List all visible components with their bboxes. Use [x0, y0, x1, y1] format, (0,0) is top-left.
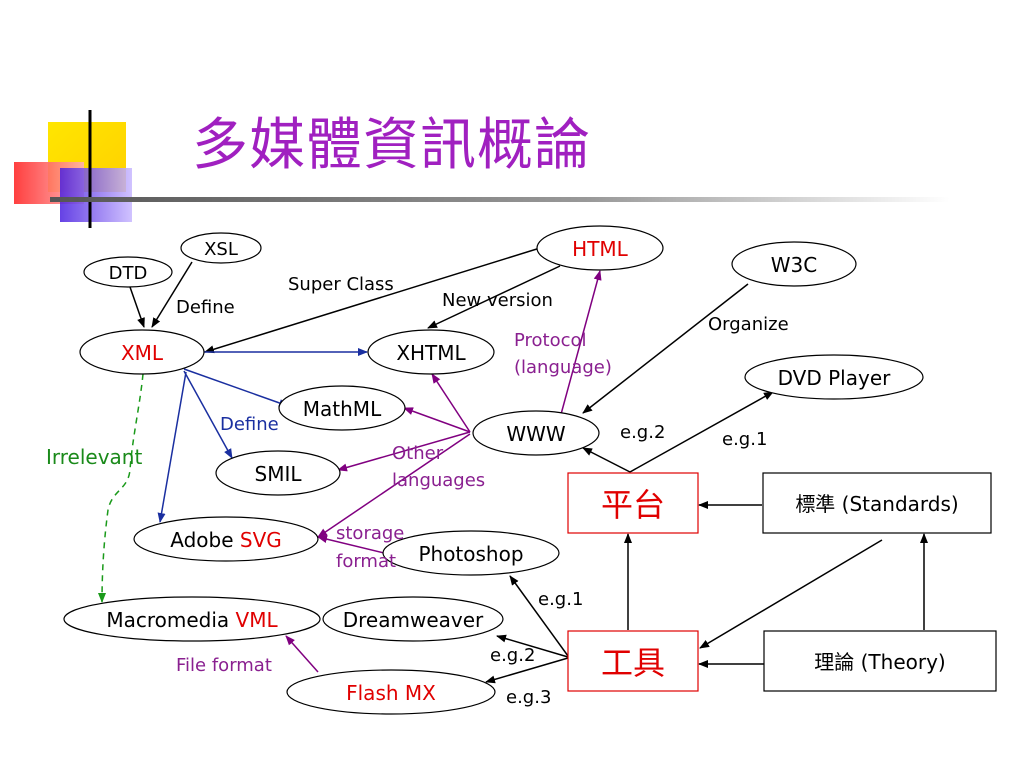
edge-xml-svg	[157, 371, 187, 523]
edge-platform-dvd	[629, 391, 774, 473]
edge-tools-flash	[485, 657, 569, 684]
node-photoshop-label: Photoshop	[418, 542, 523, 566]
node-dtd: DTD	[83, 256, 173, 288]
node-xsl-label: XSL	[204, 239, 238, 260]
edge-www-mathml	[403, 407, 471, 433]
edge-photoshop-svg	[317, 535, 385, 554]
edge-tools-dreamweaver	[496, 634, 569, 658]
edge-w3c-www	[582, 283, 749, 414]
node-macromedia-vml-label: Macromedia VML	[106, 608, 278, 632]
node-theory-label: 理論 (Theory)	[814, 650, 945, 674]
label-eg1-dvd: e.g.1	[722, 429, 767, 450]
node-html: HTML	[536, 225, 664, 271]
node-html-label: HTML	[572, 237, 629, 261]
node-xml: XML	[79, 329, 205, 375]
edge-xml-vml-dashed	[98, 373, 144, 603]
node-xsl: XSL	[180, 232, 262, 264]
node-platform: 平台	[567, 472, 699, 534]
edge-flash-vml	[285, 635, 319, 673]
node-smil-label: SMIL	[255, 462, 303, 486]
label-storage-line2: format	[336, 551, 396, 572]
label-define-blue: Define	[220, 414, 279, 435]
label-eg3-flash: e.g.3	[506, 687, 551, 708]
label-define-black: Define	[176, 297, 235, 318]
node-standards-label: 標準 (Standards)	[795, 492, 958, 516]
edge-www-html	[559, 270, 602, 419]
label-storage-line1: storage	[336, 523, 404, 544]
node-dreamweaver: Dreamweaver	[322, 596, 504, 642]
node-mathml: MathML	[278, 385, 406, 431]
node-mathml-label: MathML	[303, 397, 382, 421]
node-w3c: W3C	[731, 241, 857, 287]
node-smil: SMIL	[215, 450, 341, 496]
node-theory: 理論 (Theory)	[763, 630, 997, 692]
edge-xml-smil	[183, 370, 233, 459]
label-protocol-line2: (language)	[514, 357, 612, 378]
edge-html-xhtml	[427, 265, 561, 329]
node-adobe-svg: Adobe SVG	[133, 516, 319, 562]
edge-platform-www	[582, 447, 631, 473]
edge-tools-photoshop	[509, 575, 569, 657]
edge-www-xhtml	[431, 373, 471, 433]
label-other-line2: languages	[392, 470, 485, 491]
label-other-line1: Other	[392, 443, 444, 464]
node-dvd-player-label: DVD Player	[778, 366, 892, 390]
edge-www-smil	[337, 431, 471, 472]
label-eg2-www: e.g.2	[620, 422, 665, 443]
edges	[98, 247, 928, 684]
node-flash-mx-label: Flash MX	[346, 681, 436, 705]
label-new-version: New version	[442, 290, 553, 311]
label-super-class: Super Class	[288, 274, 394, 295]
node-xml-label: XML	[121, 341, 164, 365]
label-eg1-photoshop: e.g.1	[538, 589, 583, 610]
node-www: WWW	[472, 410, 600, 456]
edge-labels: Super Class Define New version Protocol …	[46, 274, 789, 708]
label-protocol-line1: Protocol	[514, 330, 587, 351]
edge-www-svg	[317, 433, 471, 538]
label-irrelevant: Irrelevant	[46, 445, 142, 469]
colored-squares-logo-icon	[14, 110, 950, 228]
node-standards: 標準 (Standards)	[762, 472, 992, 534]
edge-xsl-xml	[151, 261, 193, 328]
node-xhtml-label: XHTML	[396, 341, 466, 365]
node-photoshop: Photoshop	[382, 530, 560, 576]
node-tools-label: 工具	[601, 644, 665, 682]
node-www-label: WWW	[506, 422, 566, 446]
edge-html-xml	[204, 247, 541, 354]
node-dreamweaver-label: Dreamweaver	[343, 608, 484, 632]
label-eg2-dreamweaver: e.g.2	[490, 645, 535, 666]
edge-dtd-xml	[129, 286, 145, 328]
edge-standards-tools	[699, 539, 883, 649]
node-adobe-svg-label: Adobe SVG	[170, 528, 282, 552]
node-dvd-player: DVD Player	[744, 354, 924, 400]
slide-title: 多媒體資訊概論	[192, 113, 591, 178]
label-file-format: File format	[176, 655, 272, 676]
node-tools: 工具	[567, 630, 699, 692]
node-flash-mx: Flash MX	[286, 669, 496, 715]
node-platform-label: 平台	[601, 486, 665, 524]
label-organize: Organize	[708, 314, 789, 335]
edge-xml-mathml	[183, 368, 289, 407]
node-macromedia-vml: Macromedia VML	[63, 596, 321, 642]
node-dtd-label: DTD	[109, 263, 148, 284]
node-xhtml: XHTML	[367, 329, 495, 375]
node-w3c-label: W3C	[771, 253, 817, 277]
